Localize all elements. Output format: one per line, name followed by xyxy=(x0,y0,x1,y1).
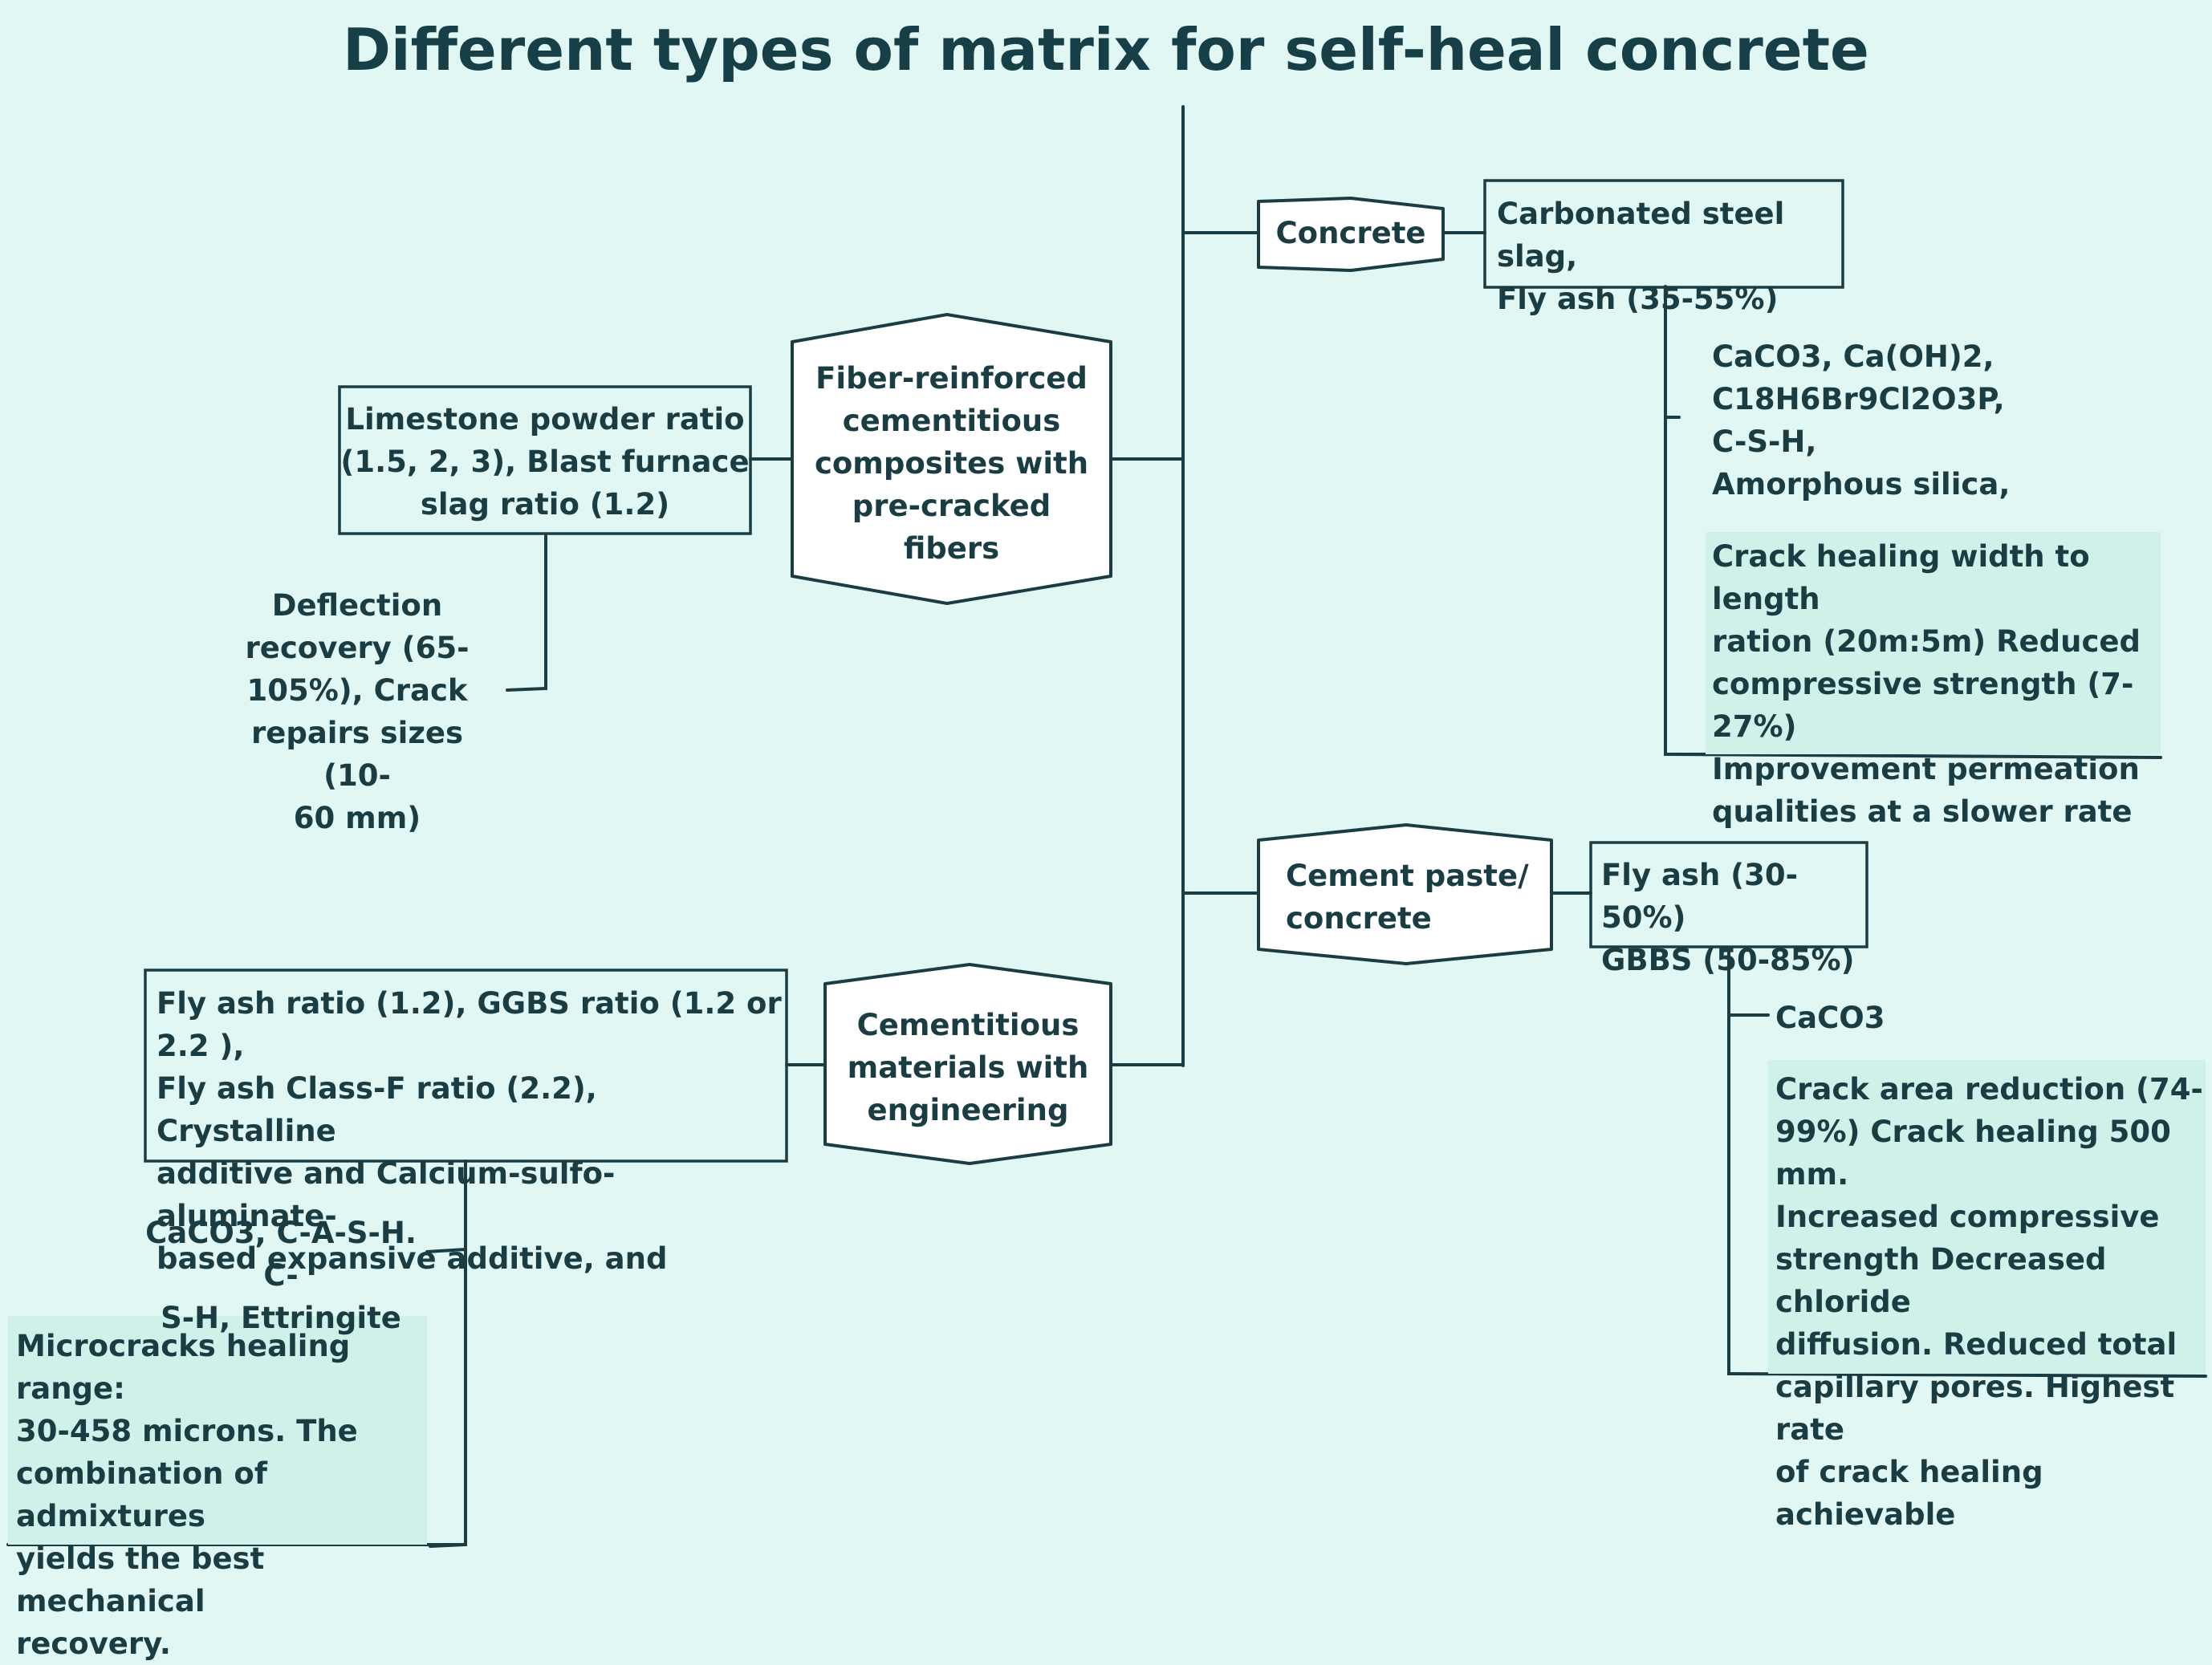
cement-paste-materials-text: Fly ash (30-50%) GBBS (50-85%) xyxy=(1601,858,1855,977)
fiber-materials-text: Limestone powder ratio (1.5, 2, 3), Blas… xyxy=(340,402,750,522)
page-title: Different types of matrix for self-heal … xyxy=(343,16,1869,83)
cementitious-materials-box xyxy=(144,969,788,1163)
concrete-materials-box xyxy=(1483,179,1844,289)
connector-concrete-results-underline xyxy=(1664,753,2162,759)
cementitious-node-label: Cementitious materials with engineering xyxy=(847,1008,1089,1127)
connector-concrete-products xyxy=(1664,285,1707,756)
fiber-materials-box xyxy=(338,385,752,535)
diagram-connectors xyxy=(6,105,2207,1548)
cementitious-products-text: CaCO3, C-A-S-H. C- S-H, Ettringite xyxy=(145,1216,417,1335)
concrete-results-text: Crack healing width to length ration (20… xyxy=(1712,539,2141,829)
connector-fiber-results xyxy=(506,534,547,692)
concrete-node-shape xyxy=(1257,197,1445,272)
fiber-node-label: Fiber-reinforced cementitious composites… xyxy=(814,361,1089,566)
cementitious-results-text: Microcracks healing range: 30-458 micron… xyxy=(16,1329,358,1661)
cement-paste-results-panel xyxy=(1768,1060,2206,1374)
concrete-results-panel xyxy=(1706,532,2161,754)
cement-paste-node-shape xyxy=(1257,823,1553,965)
fiber-results-text: Deflection recovery (65- 105%), Crack re… xyxy=(245,588,470,835)
connector-cement-paste-products xyxy=(1727,949,2207,1378)
cement-paste-materials-box xyxy=(1589,841,1868,948)
cementitious-node-shape xyxy=(823,963,1112,1165)
cementitious-results-panel xyxy=(8,1316,427,1545)
concrete-products-text: CaCO3, Ca(OH)2, C18H6Br9Cl2O3P, C-S-H, A… xyxy=(1712,339,2011,502)
fiber-node-shape xyxy=(791,313,1112,605)
cement-paste-node-label: Cement paste/ concrete xyxy=(1286,859,1529,936)
concrete-node-label: Concrete xyxy=(1275,216,1426,250)
concrete-materials-text: Carbonated steel slag, Fly ash (35-55%) xyxy=(1497,197,1785,316)
cement-paste-products-text: CaCO3 xyxy=(1775,1001,1885,1035)
cement-paste-results-text: Crack area reduction (74- 99%) Crack hea… xyxy=(1775,1072,2203,1532)
cementitious-materials-text: Fly ash ratio (1.2), GGBS ratio (1.2 or … xyxy=(157,986,782,1276)
